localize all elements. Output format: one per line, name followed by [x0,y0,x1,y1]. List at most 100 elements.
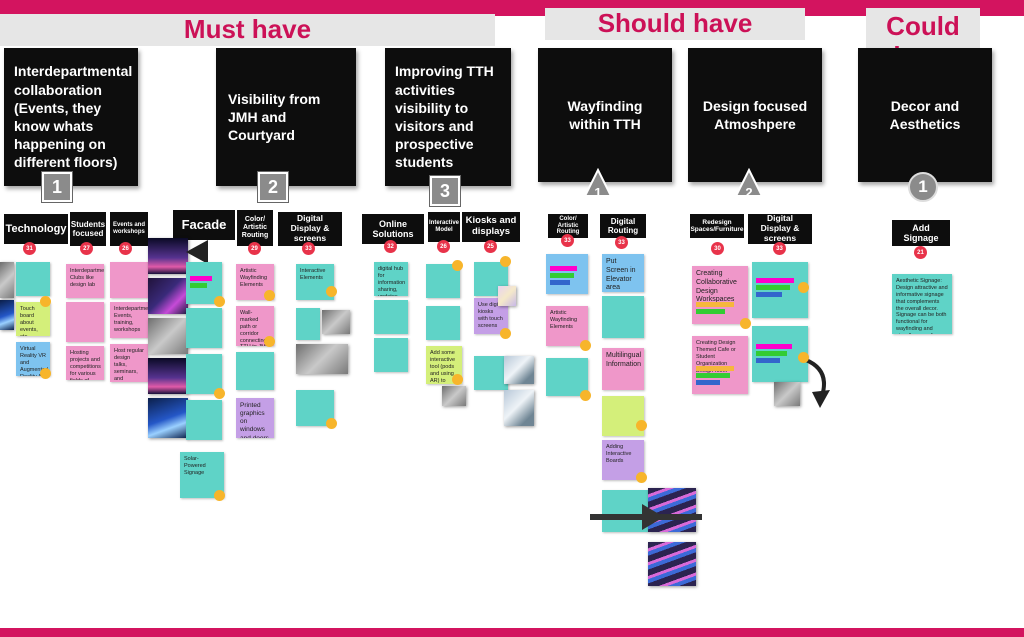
category-students-focused[interactable]: Students focused [70,212,106,246]
photo-thumbnail[interactable] [504,390,534,426]
sticky-note[interactable] [374,300,408,334]
vote-count-badge: 21 [914,246,927,259]
sticky-note[interactable]: Printed graphics on windows and doors [236,398,274,438]
vote-count-badge: 25 [484,240,497,253]
rank-marker: 1 [42,172,72,202]
vote-dot [40,296,51,307]
photo-thumbnail[interactable] [0,262,14,298]
note-text: Creating Collaborative Design Workspaces [696,270,737,304]
sticky-note[interactable] [602,490,648,532]
vote-dot [40,368,51,379]
sticky-note[interactable] [66,302,104,342]
sticky-note[interactable] [186,308,222,348]
sticky-note[interactable] [186,262,222,304]
sticky-note[interactable]: Host regular design talks, seminars, and… [110,344,148,382]
sticky-note[interactable] [374,338,408,372]
category-kiosks-displays[interactable]: Kiosks and displays [462,212,520,242]
photo-thumbnail[interactable] [498,286,516,306]
section-header-must-have: Must have [0,14,495,46]
category-technology[interactable]: Technology [4,214,68,244]
photo-thumbnail[interactable] [504,356,534,384]
sticky-note[interactable] [546,358,588,396]
section-header-should-have: Should have [545,8,805,40]
category-online-solutions[interactable]: Online Solutions [362,214,424,244]
vote-count-badge: 33 [302,242,315,255]
photo-thumbnail[interactable] [648,542,696,586]
theme-card-wayfinding[interactable]: Wayfinding within TTH [538,48,672,182]
category-redesign-spaces[interactable]: Redesign Spaces/Furniture [690,214,744,238]
sticky-note[interactable]: Creating Collaborative Design Workspaces [692,266,748,324]
vote-count-badge: 29 [248,242,261,255]
vote-dot [636,472,647,483]
note-text: Host regular design talks, seminars, and… [114,348,144,382]
vote-count-badge: 33 [561,234,574,247]
sticky-note[interactable] [546,254,588,294]
photo-thumbnail[interactable] [148,398,188,438]
arrow-right-icon [590,504,702,530]
category-interactive-model[interactable]: Interactive Model [428,212,460,242]
note-text: Interdepartmental Events, training, work… [114,306,148,333]
vote-count-badge: 27 [80,242,93,255]
sticky-note[interactable]: Interdepartmental Clubs like design lab [66,264,104,298]
vote-dot [214,388,225,399]
rank-marker: 2 [258,172,288,202]
vote-dot [500,256,511,267]
category-digital-display[interactable]: Digital Display & screens [748,213,812,244]
rank-marker: 3 [430,176,460,206]
sticky-note[interactable]: Aesthetic Signage: Design attractive and… [892,274,952,334]
photo-thumbnail[interactable] [148,358,188,394]
photo-thumbnail[interactable] [322,310,350,334]
vote-count-badge: 26 [119,242,132,255]
photo-thumbnail[interactable] [148,278,188,314]
photo-thumbnail[interactable] [148,318,188,354]
sticky-note[interactable] [110,262,148,298]
category-facade[interactable]: Facade [173,210,235,240]
category-digital-routing[interactable]: Digital Routing [600,214,646,238]
sticky-note[interactable]: Interdepartmental Events, training, work… [110,302,148,338]
category-color-routing[interactable]: Color/ Artistic Routing [237,210,273,246]
sticky-note[interactable] [186,354,222,394]
sticky-note[interactable] [16,262,50,296]
sticky-note[interactable]: Touch board about events, etc. [16,302,50,336]
sticky-note[interactable]: digital hub for information sharing, upd… [374,262,408,296]
rank-number: 2 [745,185,753,200]
sticky-note[interactable] [474,356,508,390]
category-events-workshops[interactable]: Events and workshops [110,212,148,246]
photo-thumbnail[interactable] [296,344,348,374]
sticky-note[interactable] [236,352,274,390]
arrow-left-icon [186,240,208,264]
theme-title: Visibility from JMH and Courtyard [228,90,321,144]
category-add-signage[interactable]: Add Signage [892,220,950,246]
rank-marker: 1 [908,172,938,202]
sticky-note[interactable] [296,308,320,340]
sticky-note[interactable] [752,326,808,382]
sticky-note[interactable]: Artistic Wayfinding Elements [236,264,274,300]
vote-dot [580,340,591,351]
photo-thumbnail[interactable] [0,300,14,330]
photo-thumbnail[interactable] [648,488,696,532]
note-text: Interactive Elements [300,268,326,281]
sticky-note[interactable] [426,306,460,340]
photo-thumbnail[interactable] [148,238,188,274]
photo-thumbnail[interactable] [774,382,800,406]
sticky-note[interactable]: Multilingual Information [602,348,644,390]
theme-card-interdepartmental[interactable]: Interdepartmental collaboration (Events,… [4,48,138,186]
theme-card-visibility[interactable]: Visibility from JMH and Courtyard [216,48,356,186]
category-digital-display[interactable]: Digital Display & screens [278,212,342,246]
note-text: Adding Interactive Boards [606,444,632,464]
vote-dot [326,418,337,429]
sticky-note[interactable]: Creating Design Themed Cafe or Student O… [692,336,748,394]
sticky-note[interactable]: Put Screen in Elevator area [602,254,644,292]
vote-dot [580,390,591,401]
sticky-note[interactable]: Artistic Wayfinding Elements [546,306,588,346]
theme-card-design-atmosphere[interactable]: Design focused Atmoshpere [688,48,822,182]
sticky-note[interactable] [602,296,644,338]
photo-thumbnail[interactable] [442,386,466,406]
theme-card-tth-activities[interactable]: Improving TTH activities visibility to v… [385,48,511,186]
vote-dot [500,328,511,339]
theme-card-decor[interactable]: Decor and Aesthetics [858,48,992,182]
sticky-note[interactable] [186,400,222,440]
vote-dot [264,290,275,301]
sticky-note[interactable]: Hosting projects and competitions for va… [66,346,104,380]
rank-triangle-icon [734,168,764,198]
